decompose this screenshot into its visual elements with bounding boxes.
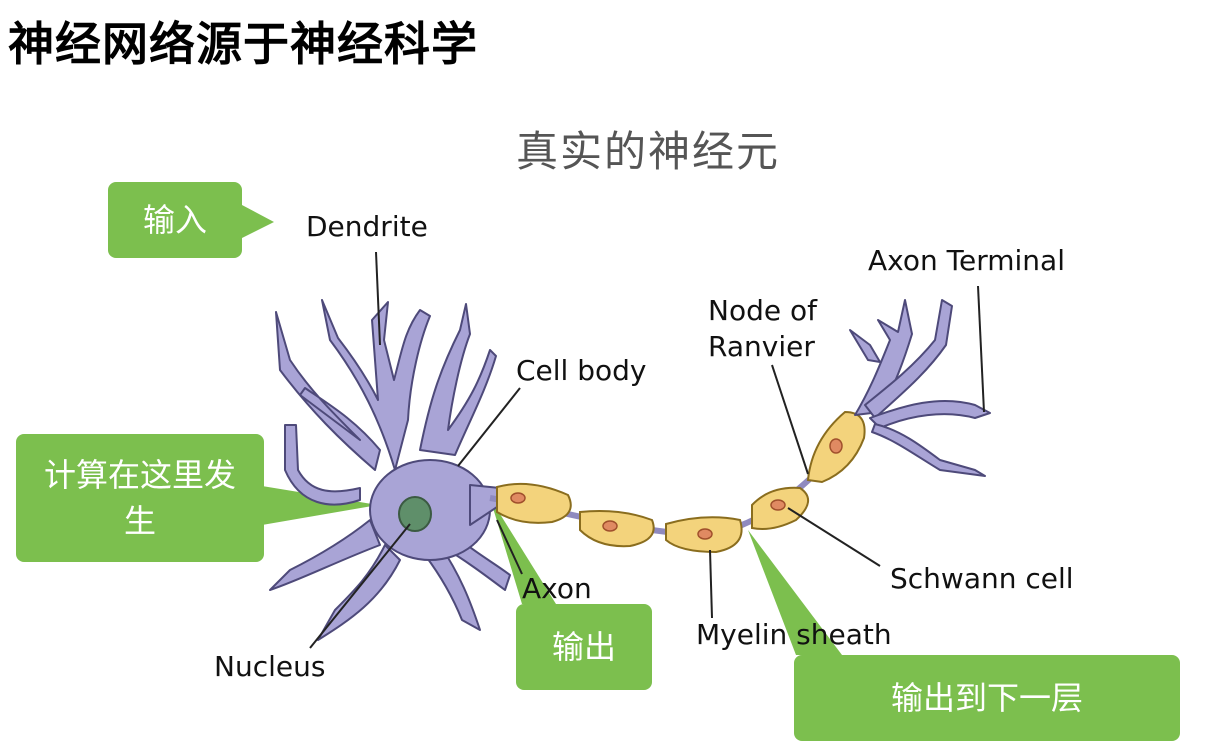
neuron-soma <box>269 299 511 641</box>
input-callout-pointer <box>242 205 274 238</box>
dendrite-branch <box>424 544 481 631</box>
leader-lines <box>309 251 985 649</box>
dendrite-branch <box>317 544 401 641</box>
node-leader <box>771 364 809 475</box>
label-cell-body: Cell body <box>516 354 646 387</box>
dendrite-branch <box>321 299 431 471</box>
schwann-nucleus <box>770 499 786 511</box>
axon-terminal-leader <box>977 285 985 413</box>
callout-input: 输入 <box>108 182 242 258</box>
label-nucleus: Nucleus <box>214 650 325 683</box>
compute-callout-pointer <box>262 486 378 525</box>
label-node-line2: Ranvier <box>708 330 815 363</box>
nucleus <box>398 496 432 532</box>
schwann-nucleus <box>602 520 618 532</box>
schwann-nucleus <box>829 438 843 454</box>
nucleus-leader <box>309 523 411 649</box>
label-myelin-sheath: Myelin sheath <box>696 618 892 651</box>
schwann-nucleus <box>697 528 713 540</box>
axon-terminal-branches <box>849 299 991 477</box>
axon-leader <box>496 519 523 575</box>
diagram-title: 真实的神经元 <box>516 127 781 176</box>
schwann-leader <box>787 507 881 567</box>
label-axon-terminal: Axon Terminal <box>868 244 1065 277</box>
callout-output-next-layer: 输出到下一层 <box>794 655 1180 741</box>
axon <box>489 410 866 554</box>
callout-compute: 计算在这里发生 <box>16 434 264 562</box>
label-dendrite: Dendrite <box>306 210 428 243</box>
output-next-callout-pointer <box>748 530 842 655</box>
label-node-line1: Node of <box>708 294 818 327</box>
cell-body-leader <box>457 387 521 467</box>
dendrite-branch <box>419 303 497 456</box>
dendrite-branch <box>284 424 361 506</box>
output-callout-pointer <box>490 498 556 604</box>
label-schwann-cell: Schwann cell <box>890 562 1074 595</box>
label-axon: Axon <box>522 572 592 605</box>
schwann-nucleus <box>510 492 526 504</box>
dendrite-leader <box>375 251 381 346</box>
dendrite-branch <box>269 519 381 591</box>
dendrite-branch <box>275 311 381 471</box>
slide-title: 神经网络源于神经科学 <box>8 17 478 71</box>
myelin-leader <box>709 549 713 619</box>
callout-output: 输出 <box>516 604 652 690</box>
myelin-segment <box>496 482 572 524</box>
